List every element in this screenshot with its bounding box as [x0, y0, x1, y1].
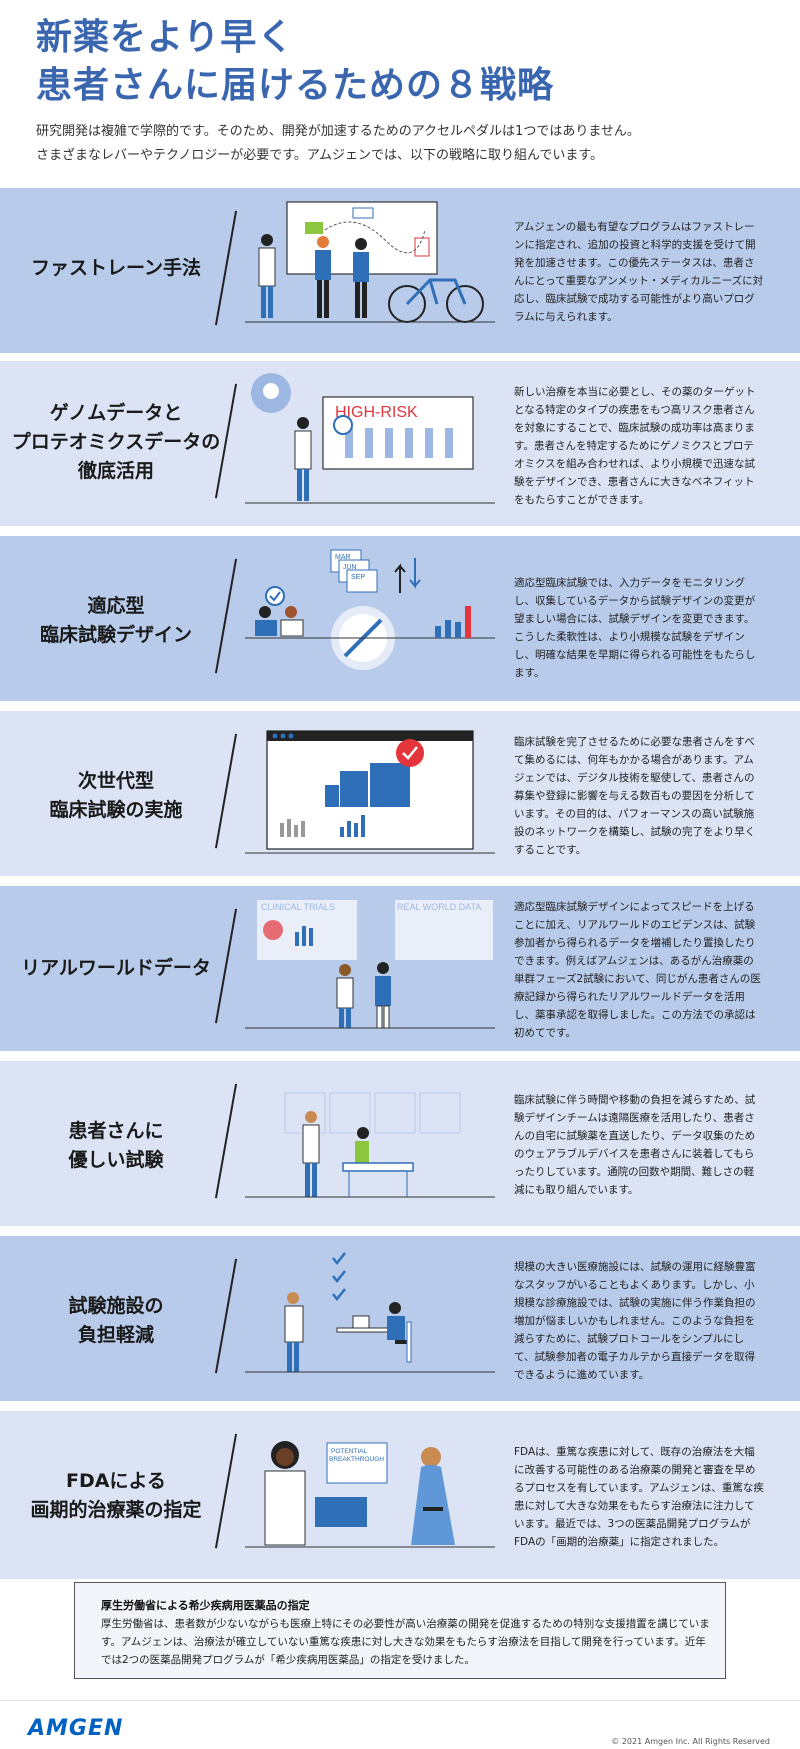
page-header: 新薬をより早く 患者さんに届けるための８戦略 研究開発は複雑で学際的です。そのた… [0, 0, 800, 186]
band-separator [0, 353, 800, 361]
intro-line-2: さまざまなレバーやテクノロジーが必要です。アムジェンでは、以下の戦略に取り組んで… [36, 148, 604, 163]
strategy-title: 適応型 臨床試験デザイン [39, 595, 192, 646]
orphan-drug-note: 厚生労働省による希少疾病用医薬品の指定 厚生労働省は、患者数が少ないながらも医療… [74, 1582, 726, 1679]
site-burden-illustration [245, 1252, 495, 1373]
laptop-icon [352, 1315, 370, 1329]
title-line-1: 新薬をより早く [36, 17, 295, 58]
note-title: 厚生労働省による希少疾病用医薬品の指定 [101, 1599, 310, 1612]
high-risk-label: HIGH-RISK [335, 404, 418, 421]
strategy-text: 臨床試験に伴う時間や移動の負担を減らすため、試験デザインチームは遠隔医療を活用し… [514, 1094, 756, 1196]
strategy-text: 適応型臨床試験デザインによってスピードを上げることに加え、リアルワールドのエビデ… [514, 901, 761, 1039]
patient-friendly-trial-illustration [245, 1092, 495, 1198]
genome-data-illustration: HIGH-RISK [245, 373, 495, 504]
magnifier-icon [333, 415, 353, 435]
fast-lane-illustration [245, 201, 495, 323]
breakthrough-label: BREAKTHROUGH [329, 1456, 384, 1463]
strategy-band-7: 試験施設の 負担軽減 規模の大きい医療施設には、試験の運用に経験豊富なスタッフが… [0, 1236, 800, 1401]
real-world-data-label: REAL WORLD DATA [397, 902, 481, 912]
strategy-text: アムジェンの最も有望なプログラムはファストレーンに指定され、追加の投資と科学的支… [514, 221, 764, 323]
svg-text:SEP: SEP [351, 574, 365, 581]
strategy-title: 患者さんに 優しい試験 [68, 1120, 164, 1171]
strategy-band-1: ファストレーン手法 アムジェンの最も有望なプログラムはファストレーンに指定され、… [0, 188, 800, 353]
arrow-up-icon [394, 563, 406, 593]
svg-text:MAR: MAR [335, 554, 351, 561]
tablet-icon [315, 1497, 367, 1527]
check-bubble-icon [396, 739, 424, 767]
footer-divider [0, 1700, 800, 1701]
lightbulb-icon [263, 383, 279, 399]
adaptive-trial-illustration: MAR JUN SEP [245, 549, 495, 670]
note-body: 厚生労働省は、患者数が少ないながらも医療上特にその必要性が高い治療薬の開発を促進… [101, 1618, 710, 1666]
band-separator [0, 1051, 800, 1059]
band-separator [0, 701, 800, 709]
strategy-text: 適応型臨床試験では、入力データをモニタリングし、収集しているデータから試験デザイ… [514, 577, 756, 679]
calendar-icon: MAR JUN SEP [330, 549, 378, 593]
strategy-title: ゲノムデータと プロテオミクスデータの 徹底活用 [11, 402, 221, 482]
checklist-icon [332, 1252, 346, 1302]
strategy-title: ファストレーン手法 [30, 257, 202, 279]
title-line-2: 患者さんに届けるための８戦略 [36, 65, 555, 106]
strategy-text: 規模の大きい医療施設には、試験の運用に経験豊富なスタッフがいることもよくあります… [514, 1261, 756, 1381]
breakthrough-therapy-illustration: POTENTIAL BREAKTHROUGH [245, 1441, 495, 1548]
band-separator [0, 876, 800, 884]
potential-label: POTENTIAL [331, 1448, 368, 1455]
copyright-text: © 2021 Amgen Inc. All Rights Reserved [611, 1737, 770, 1746]
strategy-title: リアルワールドデータ [21, 957, 211, 979]
strategy-title: 次世代型 臨床試験の実施 [49, 770, 183, 821]
strategy-band-3: 適応型 臨床試験デザイン MAR JUN SEP 適応型臨床試験では、入力データ… [0, 536, 800, 701]
next-gen-trial-illustration [245, 730, 495, 854]
strategy-text: 新しい治療を本当に必要とし、その薬のターゲットとなる特定のタイプの疾患をもつ高リ… [514, 386, 756, 506]
strategy-title: 試験施設の 負担軽減 [68, 1295, 164, 1346]
strategy-band-5: リアルワールドデータ CLINICAL TRIALS REAL WORLD DA… [0, 886, 800, 1051]
strategy-text: 臨床試験を完了させるために必要な患者さんをすべて集めるには、何年もかかる場合があ… [514, 736, 756, 856]
strategy-band-4: 次世代型 臨床試験の実施 臨床試験を完了させるために必要な患者さんをすべて集める… [0, 711, 800, 876]
intro-text: 研究開発は複雑で学際的です。そのため、開発が加速するためのアクセルペダルは1つで… [36, 120, 640, 168]
band-separator [0, 1226, 800, 1234]
strategy-band-6: 患者さんに 優しい試験 臨床試験に伴う時間や移動の負担を減らすため、試験デザイン… [0, 1061, 800, 1226]
strategy-band-2: ゲノムデータと プロテオミクスデータの 徹底活用 HIGH-RISK 新しい治療… [0, 361, 800, 526]
strategy-band-8: FDAによる 画期的治療薬の指定 POTENTIAL BREAKTHROUGH … [0, 1411, 800, 1579]
intro-line-1: 研究開発は複雑で学際的です。そのため、開発が加速するためのアクセルペダルは1つで… [36, 124, 640, 139]
strategy-text: FDAは、重篤な疾患に対して、既存の治療法を大幅に改善する可能性のある治療薬の開… [514, 1446, 764, 1548]
real-world-data-illustration: CLINICAL TRIALS REAL WORLD DATA [245, 900, 495, 1029]
check-icon [265, 586, 285, 606]
strategy-title: FDAによる 画期的治療薬の指定 [30, 1470, 202, 1521]
band-separator [0, 1401, 800, 1409]
arrow-down-icon [409, 558, 421, 589]
svg-text:JUN: JUN [343, 564, 357, 571]
clinical-trials-label: CLINICAL TRIALS [261, 902, 335, 912]
amgen-logo: AMGEN [28, 1716, 124, 1741]
page-title: 新薬をより早く 患者さんに届けるための８戦略 [36, 14, 554, 110]
band-separator [0, 526, 800, 534]
